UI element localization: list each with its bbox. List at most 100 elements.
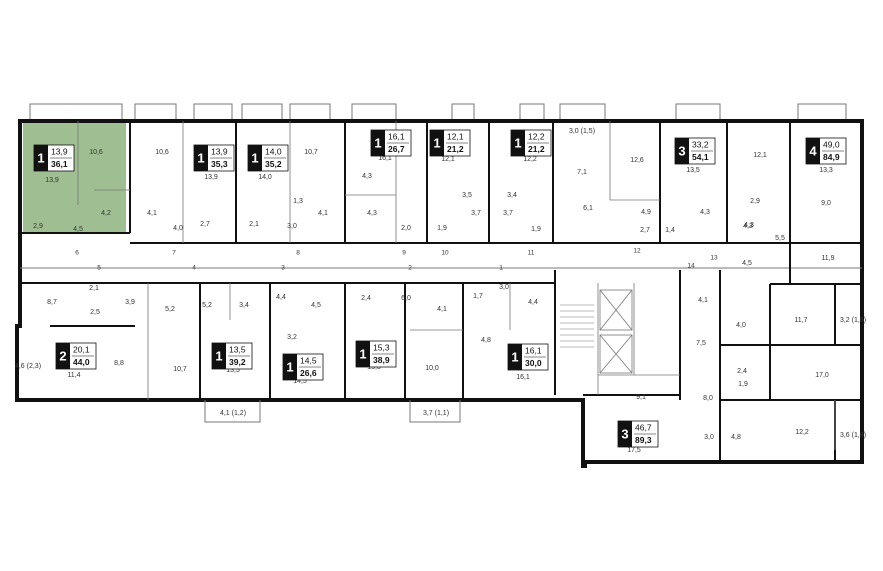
room-area-label: 11,7 bbox=[794, 317, 807, 324]
room-count: 3 bbox=[678, 144, 685, 159]
living-area: 16,1 bbox=[388, 131, 405, 141]
room-area-label: 2,1 bbox=[249, 221, 259, 228]
room-area-label: 3,2 (1,6) bbox=[840, 317, 866, 324]
room-area-label: 2,7 bbox=[640, 227, 650, 234]
room-area-label: 13,5 bbox=[686, 167, 700, 174]
room-area-label: 4,3 bbox=[743, 223, 753, 230]
room-area-label: 12,6 bbox=[630, 157, 644, 164]
room-area-label: 4,4 bbox=[528, 299, 538, 306]
room-area-label: 4,0 bbox=[736, 322, 746, 329]
room-area-label: 12,1 bbox=[441, 156, 455, 163]
living-area: 14,5 bbox=[300, 355, 317, 365]
room-count: 1 bbox=[215, 349, 222, 364]
total-area: 21,2 bbox=[447, 144, 464, 154]
living-area: 12,1 bbox=[447, 131, 464, 141]
highlighted-apartment[interactable] bbox=[23, 122, 126, 232]
room-area-label: 3,4 bbox=[507, 192, 517, 199]
room-area-label: 4,9 bbox=[641, 209, 651, 216]
room-count: 1 bbox=[197, 151, 204, 166]
room-area-label: 1,4 bbox=[665, 227, 675, 234]
room-count: 1 bbox=[514, 136, 521, 151]
room-count-box bbox=[248, 145, 262, 171]
corridor-number: 3 bbox=[281, 265, 285, 272]
corridor-number: 6 bbox=[75, 250, 79, 257]
room-area-label: 16,1 bbox=[516, 374, 530, 381]
room-area-label: 4,6 (2,3) bbox=[15, 363, 41, 370]
room-area-label: 1,9 bbox=[437, 225, 447, 232]
living-area: 33,2 bbox=[692, 139, 709, 149]
corridor-number: 4 bbox=[192, 265, 196, 272]
room-area-label: 4,0 bbox=[173, 225, 183, 232]
room-area-label: 10,6 bbox=[89, 149, 103, 156]
room-area-label: 14,5 bbox=[293, 378, 307, 385]
room-count-box bbox=[34, 145, 48, 171]
staircase bbox=[560, 304, 594, 348]
room-area-label: 9,1 bbox=[636, 394, 646, 401]
apartment-walls bbox=[20, 121, 862, 462]
room-area-label: 4,5 bbox=[311, 302, 321, 309]
room-area-label: 3,6 (1,8) bbox=[840, 432, 866, 439]
corridor-number: 14 bbox=[687, 263, 695, 270]
room-area-label: 16,1 bbox=[378, 155, 392, 162]
room-area-label: 6,1 bbox=[583, 205, 593, 212]
room-area-label: 2,9 bbox=[33, 223, 43, 230]
room-count-box bbox=[675, 138, 689, 164]
room-area-label: 12,2 bbox=[523, 156, 537, 163]
corridor-number: 10 bbox=[441, 250, 449, 257]
total-area: 35,2 bbox=[265, 159, 282, 169]
room-area-label: 17,5 bbox=[627, 447, 641, 454]
room-count: 1 bbox=[433, 136, 440, 151]
room-area-label: 4,1 bbox=[437, 306, 447, 313]
living-area: 20,1 bbox=[73, 344, 90, 354]
room-area-label: 4,3 bbox=[744, 222, 754, 229]
living-area: 16,1 bbox=[525, 345, 542, 355]
room-count: 2 bbox=[59, 349, 66, 364]
room-area-label: 3,2 bbox=[287, 334, 297, 341]
room-area-label: 4,8 bbox=[731, 434, 741, 441]
top-balconies bbox=[29, 103, 847, 121]
room-area-label: 4,3 bbox=[367, 210, 377, 217]
corridor-number: 7 bbox=[172, 250, 176, 257]
room-area-label: 12,2 bbox=[795, 429, 809, 436]
room-area-label: 3,7 bbox=[471, 210, 481, 217]
room-area-label: 1,3 bbox=[293, 198, 303, 205]
room-count-box bbox=[56, 343, 70, 369]
room-area-label: 10,6 bbox=[155, 149, 169, 156]
room-count-box bbox=[508, 344, 522, 370]
room-area-label: 4,1 (1,2) bbox=[220, 410, 246, 417]
room-area-label: 10,0 bbox=[425, 365, 439, 372]
living-area: 49,0 bbox=[823, 139, 840, 149]
room-area-label: 4,1 bbox=[147, 210, 157, 217]
living-area: 13,5 bbox=[229, 344, 246, 354]
room-area-label: 5,2 bbox=[202, 302, 212, 309]
apartment-badge[interactable]: 1 12,1 21,2 bbox=[429, 129, 471, 157]
room-count-box bbox=[371, 130, 385, 156]
room-count-box bbox=[283, 354, 297, 380]
room-area-label: 4,2 bbox=[101, 210, 111, 217]
elevator-shafts bbox=[599, 289, 633, 374]
room-count-box bbox=[212, 343, 226, 369]
living-area: 14,0 bbox=[265, 146, 282, 156]
corridor-number: 5 bbox=[97, 265, 101, 272]
room-count-box bbox=[356, 341, 370, 367]
room-area-label: 7,5 bbox=[696, 340, 706, 347]
room-count: 1 bbox=[359, 347, 366, 362]
corridor-number: 13 bbox=[710, 255, 718, 262]
room-area-label: 9,0 bbox=[821, 200, 831, 207]
room-area-label: 3,0 (1,5) bbox=[569, 128, 595, 135]
